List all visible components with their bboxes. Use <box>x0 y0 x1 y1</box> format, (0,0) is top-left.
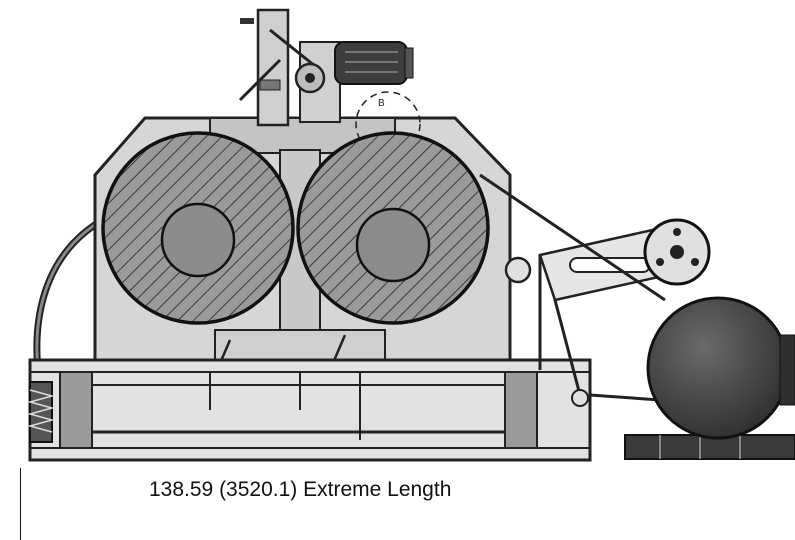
extreme-length-dimension: 138.59 (3520.1) Extreme Length <box>149 478 452 501</box>
dimension-line <box>20 468 21 540</box>
base-left-post <box>59 371 93 449</box>
drive-motor <box>646 296 790 440</box>
drive-belt-upper <box>479 173 666 302</box>
drive-belt-lower <box>589 393 661 402</box>
base-right-post <box>504 371 538 449</box>
left-roll-hub <box>160 202 236 278</box>
detail-callout-label: B <box>378 98 385 109</box>
right-roll-hub <box>355 207 431 283</box>
arm-slot <box>569 257 651 273</box>
roll-crusher-elevation-drawing: B <box>27 8 795 462</box>
base-frame <box>28 358 592 462</box>
